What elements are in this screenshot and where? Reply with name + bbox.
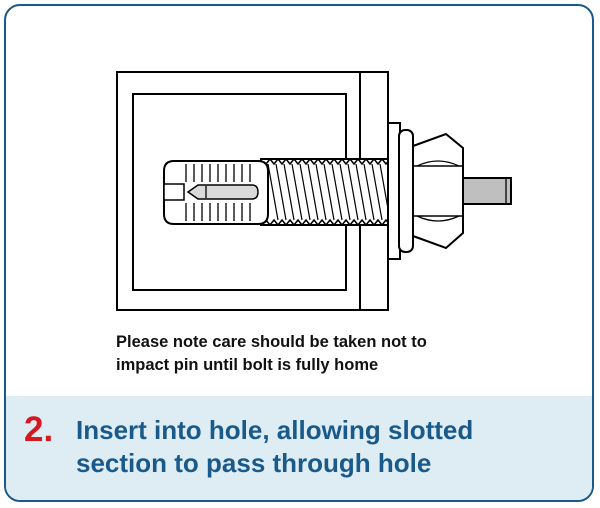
step-instruction-line-1: Insert into hole, allowing slotted <box>76 415 474 445</box>
step-instruction-line-2: section to pass through hole <box>76 448 432 478</box>
pin-end <box>462 177 512 205</box>
step-number: 2. <box>24 410 54 449</box>
sleeve-slot <box>163 183 185 201</box>
bolt-threads <box>265 157 395 166</box>
washer <box>398 129 414 253</box>
bolt-threads-lower <box>265 218 395 227</box>
step-banner: 2. Insert into hole, allowing slotted se… <box>6 396 592 500</box>
caution-note-line-2: impact pin until bolt is fully home <box>116 356 379 374</box>
instruction-card: Please note care should be taken not to … <box>4 4 594 502</box>
caution-note-line-1: Please note care should be taken not to <box>116 333 427 351</box>
hex-nut <box>412 132 464 250</box>
caution-note: Please note care should be taken not to … <box>116 331 566 377</box>
pin <box>186 184 259 200</box>
bolt-diagram <box>116 71 512 311</box>
step-instruction: Insert into hole, allowing slotted secti… <box>76 414 576 480</box>
